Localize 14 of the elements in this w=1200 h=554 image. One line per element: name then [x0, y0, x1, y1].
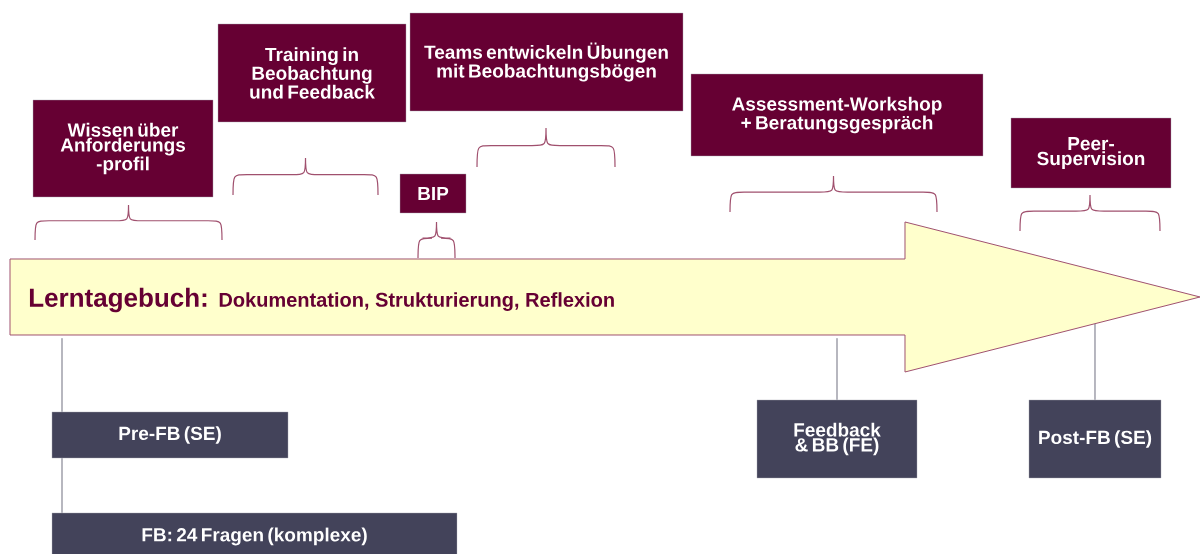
step-box: Peer- Supervision [1010, 117, 1172, 189]
feedback-box: Feedback & BB (FE) [756, 399, 918, 479]
feedback-box: Post-FB (SE) [1028, 399, 1162, 479]
step-box: BIP [399, 173, 467, 214]
feedback-box: Pre-FB (SE) [51, 411, 289, 459]
step-box: Training in Beobachtung und Feedback [217, 23, 407, 123]
step-box: Assessment-Workshop + Beratungsgespräch [690, 73, 984, 157]
connector-line [61, 457, 63, 514]
step-box: Wissen über Anforderungs -profil [32, 99, 214, 198]
feedback-box: FB: 24 Fragen (komplexe) [51, 512, 458, 554]
step-box: Teams entwickeln Übungen mit Beobachtungsbögen [409, 12, 684, 112]
connector-line [61, 337, 63, 413]
connector-line [836, 337, 838, 401]
connector-line [1094, 323, 1096, 401]
